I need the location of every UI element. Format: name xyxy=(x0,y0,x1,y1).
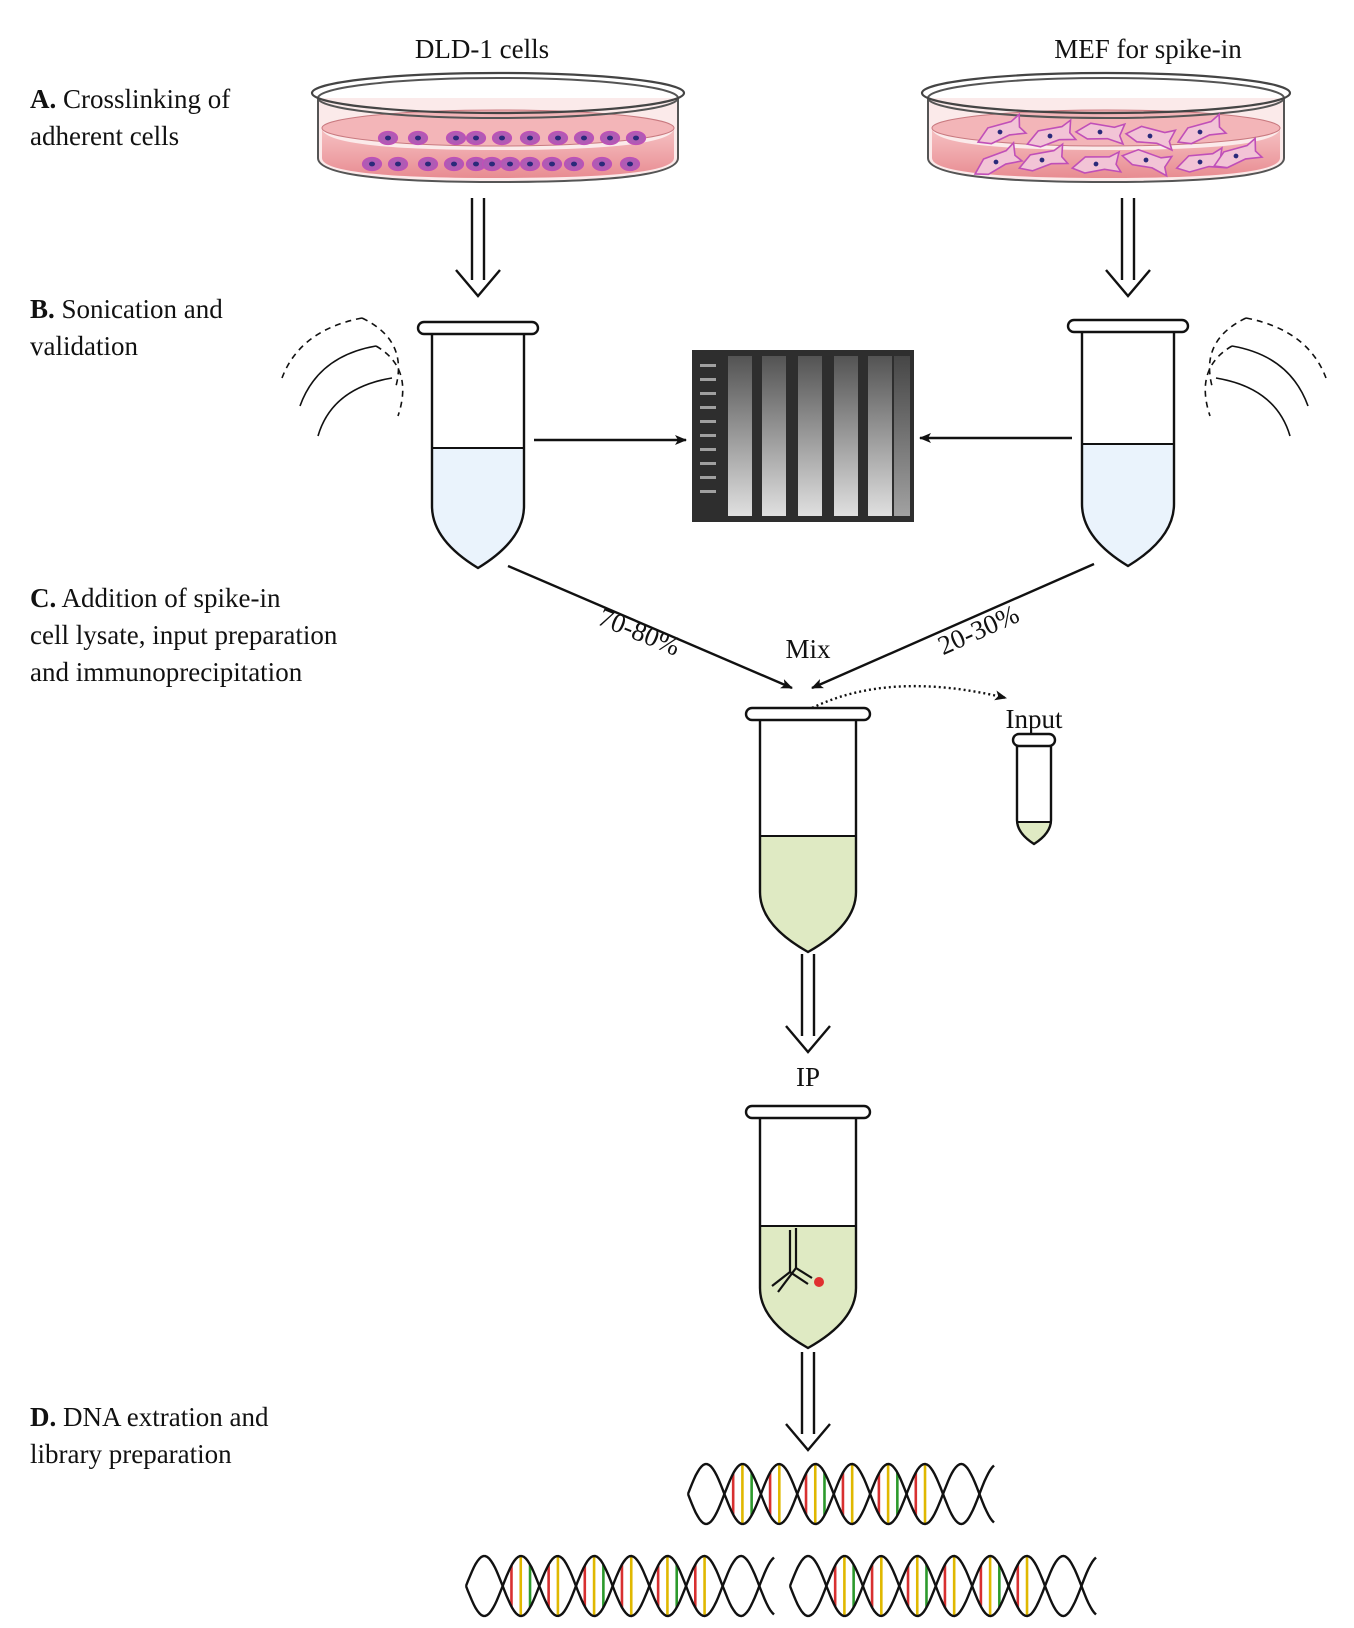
percentage-left-label: 70-80% xyxy=(594,602,684,662)
step-c-line1: C. Addition of spike-in xyxy=(30,583,281,613)
dld1-cell xyxy=(519,130,541,146)
petri-dish-icon xyxy=(920,71,1292,184)
dld1-cell xyxy=(443,156,465,172)
dld1-cell xyxy=(499,156,521,172)
gel-lane xyxy=(798,356,822,516)
microtube-icon xyxy=(1066,318,1190,568)
antibody-tag-dot xyxy=(814,1277,824,1287)
step-d-line1: D. DNA extration and xyxy=(30,1402,269,1432)
dld1-cell xyxy=(407,130,429,146)
dld1-cell xyxy=(519,156,541,172)
step-b-letter: B. xyxy=(30,294,55,324)
dld1-cell xyxy=(541,156,563,172)
input-label: Input xyxy=(1006,704,1063,734)
dld1-cell xyxy=(387,156,409,172)
step-c-text1: Addition of spike-in xyxy=(56,583,281,613)
dna-helix-icon xyxy=(464,1554,775,1618)
microtube-icon xyxy=(416,320,540,570)
step-a-letter: A. xyxy=(30,84,56,114)
step-a-text1: Crosslinking of xyxy=(56,84,230,114)
dld1-cell xyxy=(465,130,487,146)
dld1-cell xyxy=(491,130,513,146)
mef-cell xyxy=(1017,142,1070,172)
step-b-line2: validation xyxy=(30,331,138,361)
sonication-wave-icon xyxy=(1204,317,1327,437)
antibody-icon xyxy=(771,1228,824,1293)
dld1-cell xyxy=(417,156,439,172)
arrow-left-to-mix xyxy=(507,564,793,690)
gel-lane xyxy=(868,356,892,516)
tube-liquid xyxy=(760,836,856,952)
double-arrow xyxy=(785,1352,831,1452)
step-c-line3: and immunoprecipitation xyxy=(30,657,303,687)
mef-cell xyxy=(1074,122,1127,146)
petri-dish-icon xyxy=(310,71,686,184)
step-d-text1: DNA extration and xyxy=(56,1402,269,1432)
double-arrow xyxy=(455,198,501,298)
mef-cell xyxy=(1120,148,1174,178)
gel-lane xyxy=(834,356,858,516)
sonication-wave-icon xyxy=(281,317,404,437)
dld1-cells-label: DLD-1 cells xyxy=(415,34,549,64)
dld1-cell xyxy=(445,130,467,146)
gel-image-icon xyxy=(692,350,914,522)
mef-cell xyxy=(1124,125,1177,152)
microtube-icon xyxy=(744,706,872,954)
culture-medium xyxy=(322,128,674,178)
gel-lane xyxy=(762,356,786,516)
ip-label: IP xyxy=(796,1062,820,1092)
double-arrow xyxy=(1105,198,1151,298)
tube-cap xyxy=(744,1104,872,1120)
step-c-line2: cell lysate, input preparation xyxy=(30,620,338,650)
tube-cap xyxy=(1011,732,1057,748)
dld1-cell xyxy=(619,156,641,172)
dld1-cell-layer xyxy=(361,130,647,172)
step-d-letter: D. xyxy=(30,1402,56,1432)
step-c-letter: C. xyxy=(30,583,56,613)
dld1-cell xyxy=(625,130,647,146)
double-arrow xyxy=(785,954,831,1054)
mef-cell xyxy=(1212,136,1264,169)
dld1-cell xyxy=(591,156,613,172)
tube-liquid xyxy=(432,448,524,568)
mix-label: Mix xyxy=(785,634,831,664)
microtube-icon xyxy=(1011,732,1057,846)
tube-liquid xyxy=(1082,444,1174,566)
mef-cell xyxy=(1176,112,1228,145)
dld1-cell xyxy=(563,156,585,172)
dna-helix-icon xyxy=(788,1554,1097,1618)
percentage-right-label: 20-30% xyxy=(933,599,1023,661)
dna-library xyxy=(464,1462,1097,1618)
mef-spike-in-label: MEF for spike-in xyxy=(1054,34,1242,64)
microtube-icon xyxy=(744,1104,872,1350)
dna-helix-icon xyxy=(686,1462,995,1526)
dld1-cell xyxy=(599,130,621,146)
step-b-text1: Sonication and xyxy=(55,294,223,324)
arrow-to-input xyxy=(811,684,1007,710)
mef-cell-layer xyxy=(973,112,1264,178)
gel-lane xyxy=(728,356,752,516)
double-arrow-icon xyxy=(455,198,1151,1452)
dld1-cell xyxy=(573,130,595,146)
dld1-cell xyxy=(547,130,569,146)
mef-cell xyxy=(976,112,1028,145)
mef-cell xyxy=(973,140,1024,176)
step-d-line2: library preparation xyxy=(30,1439,232,1469)
dld1-cell xyxy=(481,156,503,172)
step-b-line1: B. Sonication and xyxy=(30,294,223,324)
tube-cap xyxy=(1066,318,1190,334)
tube-cap xyxy=(744,706,872,722)
dld1-cell xyxy=(377,130,399,146)
dld1-cell xyxy=(361,156,383,172)
tube-liquid xyxy=(760,1226,856,1348)
tube-cap xyxy=(416,320,540,336)
arrow-right-to-mix xyxy=(811,562,1095,690)
step-a-line1: A. Crosslinking of xyxy=(30,84,230,114)
step-a-line2: adherent cells xyxy=(30,121,179,151)
mef-cell xyxy=(1070,150,1123,174)
dld1-cell xyxy=(465,156,487,172)
mef-cell xyxy=(1025,118,1078,148)
